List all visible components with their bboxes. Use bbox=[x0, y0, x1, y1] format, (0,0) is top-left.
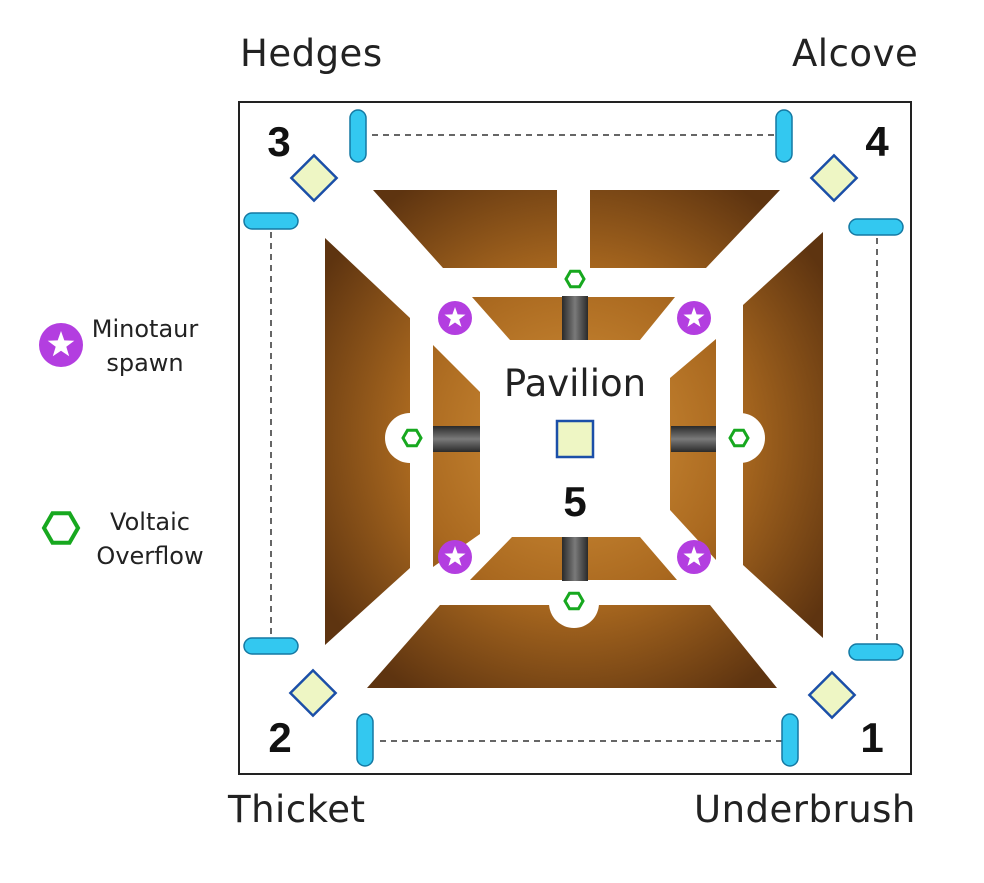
waymark-1 bbox=[807, 670, 857, 720]
legend-voltaic-label: Voltaic Overflow bbox=[80, 505, 220, 573]
waymark-5 bbox=[555, 419, 595, 459]
pillar-bottom-right bbox=[781, 713, 799, 767]
pillar-right-top bbox=[848, 218, 904, 236]
waymark-2 bbox=[288, 668, 338, 718]
pillar-top-left bbox=[349, 109, 367, 163]
pillar-right-bottom bbox=[848, 643, 904, 661]
legend-voltaic-icon bbox=[41, 511, 81, 545]
inner-wall-left bbox=[433, 345, 480, 567]
waymark-number-1: 1 bbox=[860, 714, 883, 761]
pillar-left-top bbox=[243, 212, 299, 230]
gate-bottom bbox=[562, 537, 588, 581]
waymark-3 bbox=[289, 153, 339, 203]
minotaur-spawn-marker bbox=[677, 540, 711, 574]
outer-wall-left bbox=[325, 238, 410, 645]
gate-top bbox=[562, 296, 588, 340]
waymark-number-2: 2 bbox=[268, 714, 291, 761]
gate-left bbox=[433, 426, 480, 452]
minotaur-spawn-marker bbox=[677, 301, 711, 335]
voltaic-overflow-marker bbox=[728, 428, 750, 448]
area-label-underbrush: Underbrush bbox=[694, 788, 916, 831]
legend-minotaur-line1: Minotaur bbox=[91, 315, 199, 343]
legend-minotaur-line2: spawn bbox=[106, 349, 184, 377]
area-label-hedges: Hedges bbox=[240, 32, 383, 75]
outer-wall-top bbox=[373, 190, 557, 268]
voltaic-overflow-marker bbox=[563, 591, 585, 611]
outer-wall-right bbox=[743, 232, 823, 638]
minotaur-spawn-marker bbox=[438, 540, 472, 574]
legend-voltaic-line1: Voltaic bbox=[110, 508, 190, 536]
waymark-number-3: 3 bbox=[267, 118, 290, 165]
area-label-thicket: Thicket bbox=[228, 788, 366, 831]
pillar-bottom-left bbox=[356, 713, 374, 767]
legend-minotaur-label: Minotaur spawn bbox=[80, 312, 210, 380]
waymark-number-5: 5 bbox=[563, 478, 586, 525]
legend-voltaic-line2: Overflow bbox=[96, 542, 204, 570]
pillar-left-bottom bbox=[243, 637, 299, 655]
outer-wall-bottom bbox=[367, 605, 777, 688]
gate-right bbox=[671, 426, 716, 452]
waymark-number-4: 4 bbox=[865, 118, 889, 165]
outer-wall-top-right bbox=[590, 190, 780, 268]
area-label-alcove: Alcove bbox=[792, 32, 919, 75]
pavilion-label: Pavilion bbox=[504, 362, 646, 405]
voltaic-overflow-marker bbox=[564, 269, 586, 289]
legend-minotaur-icon bbox=[39, 323, 83, 367]
pillar-top-right bbox=[775, 109, 793, 163]
minotaur-spawn-marker bbox=[438, 301, 472, 335]
voltaic-overflow-marker bbox=[401, 428, 423, 448]
waymark-4 bbox=[809, 153, 859, 203]
